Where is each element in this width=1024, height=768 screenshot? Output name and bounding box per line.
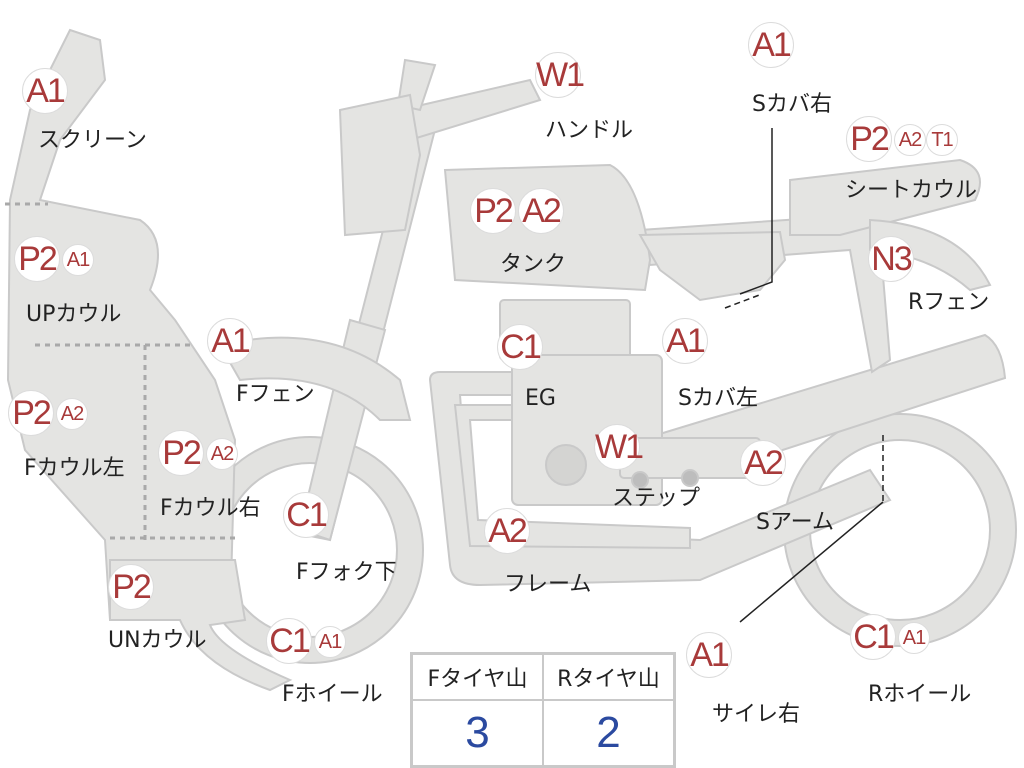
f-wheel-code-badge: A1 [314,626,346,658]
f-fork-lower-code-badge: C1 [283,492,329,538]
seat-cowl-code-badge: T1 [926,124,958,156]
f-cowl-right-label: Fカウル右 [160,496,261,521]
seat-cowl-code-badge: P2 [846,116,892,162]
r-wheel-code-badge: A1 [898,622,930,654]
seat-cowl-label: シートカウル [845,178,978,203]
tank-code-badge: P2 [470,188,516,234]
rear-tire-header: Rタイヤ山 [543,654,674,700]
front-tire-header: Fタイヤ山 [412,654,543,700]
tank-label: タンク [500,252,567,277]
up-cowl-code-badge: A1 [62,244,94,276]
frame-shape [428,371,892,587]
f-fender-label: Fフェン [236,382,315,407]
step-code-badge: W1 [594,424,644,470]
f-cowl-right-code-badge: A2 [206,438,238,470]
front-fender-shape [218,336,412,421]
silencer-right-code-badge: A1 [686,632,732,678]
silencer-right-label: サイレ右 [712,702,801,727]
screen-code-badge: A1 [22,68,68,114]
s-cover-left-label: Sカバ左 [678,386,758,411]
tire-tread-table: Fタイヤ山 Rタイヤ山 3 2 [410,652,676,768]
rear-tire-value: 2 [543,700,674,766]
r-wheel-code-badge: C1 [850,614,896,660]
s-cover-right-label: Sカバ右 [752,92,832,117]
up-cowl-code-badge: P2 [14,236,60,282]
s-arm-code-badge: A2 [740,440,786,486]
f-fork-lower-label: Fフォク下 [296,560,397,585]
up-cowl-label: UPカウル [26,302,122,327]
frame-code-badge: A2 [484,508,530,554]
f-cowl-right-code-badge: P2 [158,430,204,476]
s-cover-right-code-badge: A1 [748,22,794,68]
f-cowl-left-label: Fカウル左 [24,456,125,481]
un-cowl-code-badge: P2 [108,564,154,610]
s-arm-label: Sアーム [756,510,834,535]
f-cowl-left-code-badge: A2 [56,398,88,430]
tank-code-badge: A2 [518,188,564,234]
r-fender-label: Rフェン [908,290,990,315]
step-label: ステップ [612,486,701,511]
side-cover-shape [638,230,787,302]
r-wheel-label: Rホイール [868,682,972,707]
f-fender-code-badge: A1 [207,318,253,364]
seat-cowl-code-badge: A2 [894,124,926,156]
f-wheel-label: Fホイール [282,682,383,707]
screen-label: スクリーン [38,128,147,153]
handle-code-badge: W1 [535,52,585,98]
f-cowl-left-code-badge: P2 [8,390,54,436]
engine-label: EG [525,386,556,411]
frame-label: フレーム [504,572,592,597]
front-tire-value: 3 [412,700,543,766]
un-cowl-label: UNカウル [108,628,207,653]
handle-label: ハンドル [545,118,634,143]
engine-code-badge: C1 [497,324,543,370]
s-cover-left-code-badge: A1 [662,318,708,364]
f-wheel-code-badge: C1 [266,618,312,664]
r-fender-code-badge: N3 [868,236,914,282]
